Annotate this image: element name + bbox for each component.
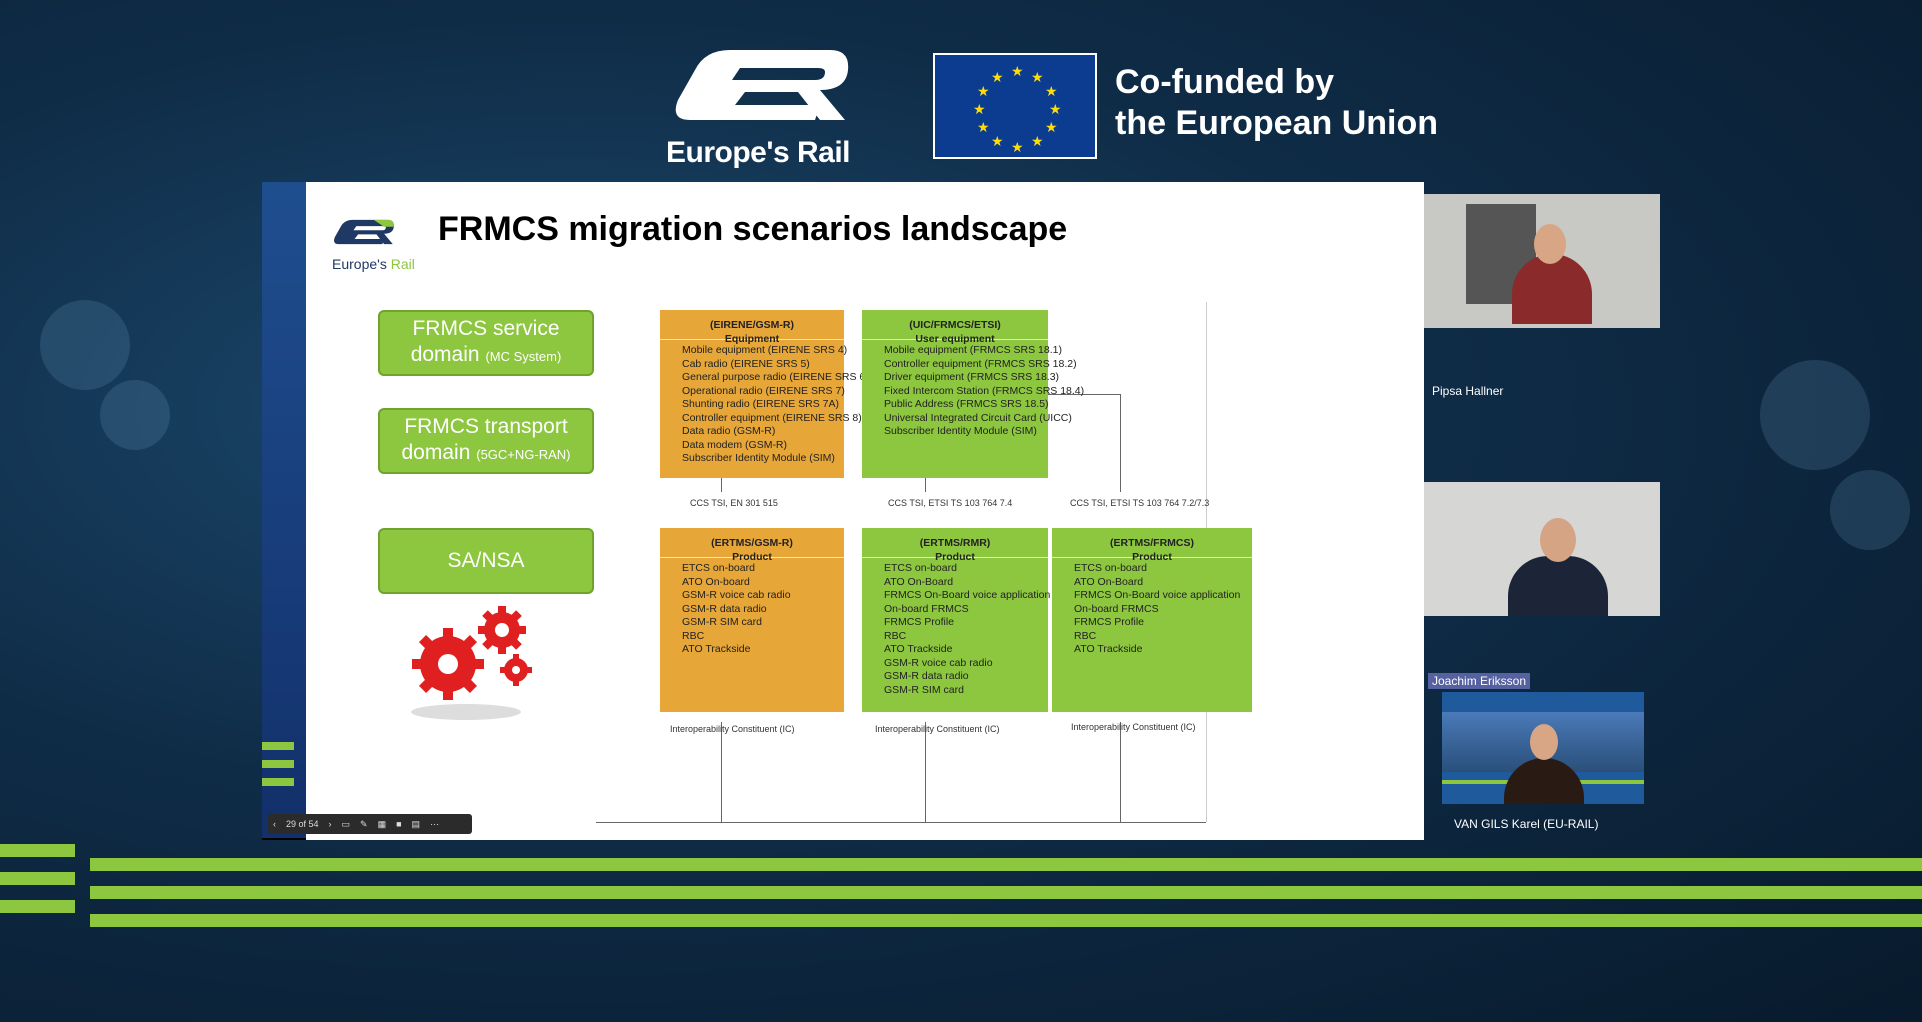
box-list-item: ATO Trackside — [682, 643, 751, 655]
participant-name: Pipsa Hallner — [1432, 384, 1504, 398]
decor-stripe — [90, 886, 1922, 899]
interface-label: CCS TSI, ETSI TS 103 764 7.4 — [888, 498, 1013, 508]
screen-share[interactable]: Europe's Rail FRMCS migration scenarios … — [262, 182, 1424, 840]
interface-label: CCS TSI, ETSI TS 103 764 7.2/7.3 — [1070, 498, 1210, 508]
next-slide-button[interactable]: › — [328, 819, 332, 829]
ic-label: Interoperability Constituent (IC) — [875, 724, 1000, 734]
box-list-item: ATO Trackside — [1074, 643, 1143, 655]
participant-video[interactable] — [1424, 194, 1660, 328]
participant-name-tag: Joachim Eriksson — [1428, 673, 1531, 689]
box-list-item: FRMCS Profile — [884, 616, 955, 628]
box-list-item: Subscriber Identity Module (SIM) — [884, 425, 1037, 437]
slide-logo: Europe's Rail — [332, 210, 422, 274]
connector-line — [596, 822, 1206, 823]
box-list-item: GSM-R data radio — [884, 670, 969, 682]
decor-stripe — [90, 858, 1922, 871]
connector-line — [982, 394, 1120, 395]
eirene-equipment-box: (EIRENE/GSM-R)Equipment Mobile equipment… — [660, 310, 869, 478]
box-list-item: GSM-R voice cab radio — [682, 589, 791, 601]
uic-user-equipment-box: (UIC/FRMCS/ETSI)User equipment Mobile eq… — [862, 310, 1085, 478]
box-list-item: RBC — [1074, 629, 1097, 642]
decor-stripe — [0, 900, 75, 913]
slide-side-band — [262, 182, 306, 838]
box-list-item: GSM-R SIM card — [884, 683, 964, 696]
box-list-item: FRMCS Profile — [1074, 616, 1145, 628]
eu-flag: ★ ★ ★ ★ ★ ★ ★ ★ ★ ★ ★ ★ — [933, 53, 1097, 159]
frmcs-transport-domain-box: FRMCS transport domain (5GC+NG-RAN) — [378, 408, 594, 474]
box-list-item: ATO On-board — [682, 575, 750, 588]
europes-rail-logo: Europe's Rail — [660, 40, 860, 170]
interface-label: CCS TSI, EN 301 515 — [690, 498, 778, 508]
background-bokeh — [1830, 470, 1910, 550]
participant-video[interactable] — [1424, 482, 1660, 616]
box-list-item: ETCS on-board — [682, 562, 755, 574]
box-list-item: RBC — [682, 629, 705, 642]
box-list-item: Controller equipment (FRMCS SRS 18.2) — [884, 357, 1077, 370]
camera-icon[interactable]: ■ — [396, 819, 402, 829]
ic-label: Interoperability Constituent (IC) — [670, 724, 795, 734]
connector-line — [1120, 394, 1121, 492]
gears-icon — [411, 606, 532, 720]
box-list-item: On-board FRMCS — [884, 602, 969, 615]
sa-nsa-box: SA/NSA — [378, 528, 594, 594]
decor-stripe — [0, 872, 75, 885]
box-list-item: RBC — [884, 629, 907, 642]
box-list-item: GSM-R SIM card — [682, 616, 762, 628]
box-list-item: Data radio (GSM-R) — [682, 425, 776, 437]
slide-title: FRMCS migration scenarios landscape — [438, 210, 1068, 248]
presentation-slide: Europe's Rail FRMCS migration scenarios … — [306, 182, 1424, 840]
box-list-item: General purpose radio (EIRENE SRS 6) — [682, 371, 869, 383]
decor-stripe — [0, 844, 75, 857]
background-bokeh — [100, 380, 170, 450]
er-logo-icon — [675, 50, 849, 120]
box-list-item: Fixed Intercom Station (FRMCS SRS 18.4) — [884, 384, 1085, 397]
brand-text: Europe's Rail — [666, 136, 851, 169]
box-list-item: Controller equipment (EIRENE SRS 8) — [682, 411, 862, 424]
box-list-item: ATO On-Board — [884, 575, 954, 588]
connector-line — [721, 722, 722, 822]
box-list-item: On-board FRMCS — [1074, 602, 1159, 615]
box-list-item: Shunting radio (EIRENE SRS 7A) — [682, 398, 839, 410]
prev-slide-button[interactable]: ‹ — [273, 819, 276, 829]
box-list-item: Public Address (FRMCS SRS 18.5) — [884, 398, 1049, 410]
box-list-item: Mobile equipment (EIRENE SRS 4) — [682, 344, 848, 356]
subtitles-icon[interactable]: ▤ — [411, 818, 421, 829]
more-options-icon[interactable]: ⋯ — [430, 818, 440, 829]
box-list-item: Operational radio (EIRENE SRS 7) — [682, 384, 845, 397]
box-list-item: FRMCS On-Board voice application — [1074, 589, 1241, 601]
pen-icon[interactable]: ✎ — [360, 818, 368, 829]
box-list-item: Driver equipment (FRMCS SRS 18.3) — [884, 371, 1060, 383]
box-list-item: ETCS on-board — [884, 562, 957, 574]
box-list-item: ATO Trackside — [884, 643, 953, 655]
eu-cofunded-text: Co-funded by the European Union — [1115, 63, 1438, 142]
box-list-item: FRMCS On-Board voice application — [884, 589, 1051, 601]
frmcs-service-domain-box: FRMCS service domain (MC System) — [378, 310, 594, 376]
box-list-item: Subscriber Identity Module (SIM) — [682, 452, 835, 464]
background-bokeh — [1760, 360, 1870, 470]
participant-name: VAN GILS Karel (EU-RAIL) — [1454, 817, 1599, 831]
er-logo-icon — [333, 219, 394, 245]
page-indicator: 29 of 54 — [286, 819, 319, 829]
background-bokeh — [40, 300, 130, 390]
box-list-item: Cab radio (EIRENE SRS 5) — [682, 357, 810, 370]
box-list-item: ATO On-Board — [1074, 575, 1144, 588]
participant-video[interactable] — [1442, 692, 1644, 804]
presentation-toolbar: ‹ 29 of 54 › ▭ ✎ ▦ ■ ▤ ⋯ — [268, 814, 472, 834]
box-list-item: GSM-R voice cab radio — [884, 656, 993, 669]
box-list-item: ETCS on-board — [1074, 562, 1147, 574]
connector-line — [925, 722, 926, 822]
grid-icon[interactable]: ▦ — [377, 818, 387, 829]
box-list-item: Mobile equipment (FRMCS SRS 18.1) — [884, 344, 1062, 356]
box-list-item: GSM-R data radio — [682, 602, 767, 615]
box-list-item: Data modem (GSM-R) — [682, 438, 788, 451]
slides-icon[interactable]: ▭ — [341, 818, 351, 829]
decor-stripe — [90, 914, 1922, 927]
connector-line — [1120, 722, 1121, 822]
ic-label: Interoperability Constituent (IC) — [1071, 722, 1196, 732]
box-list-item: Universal Integrated Circuit Card (UICC) — [884, 411, 1072, 424]
